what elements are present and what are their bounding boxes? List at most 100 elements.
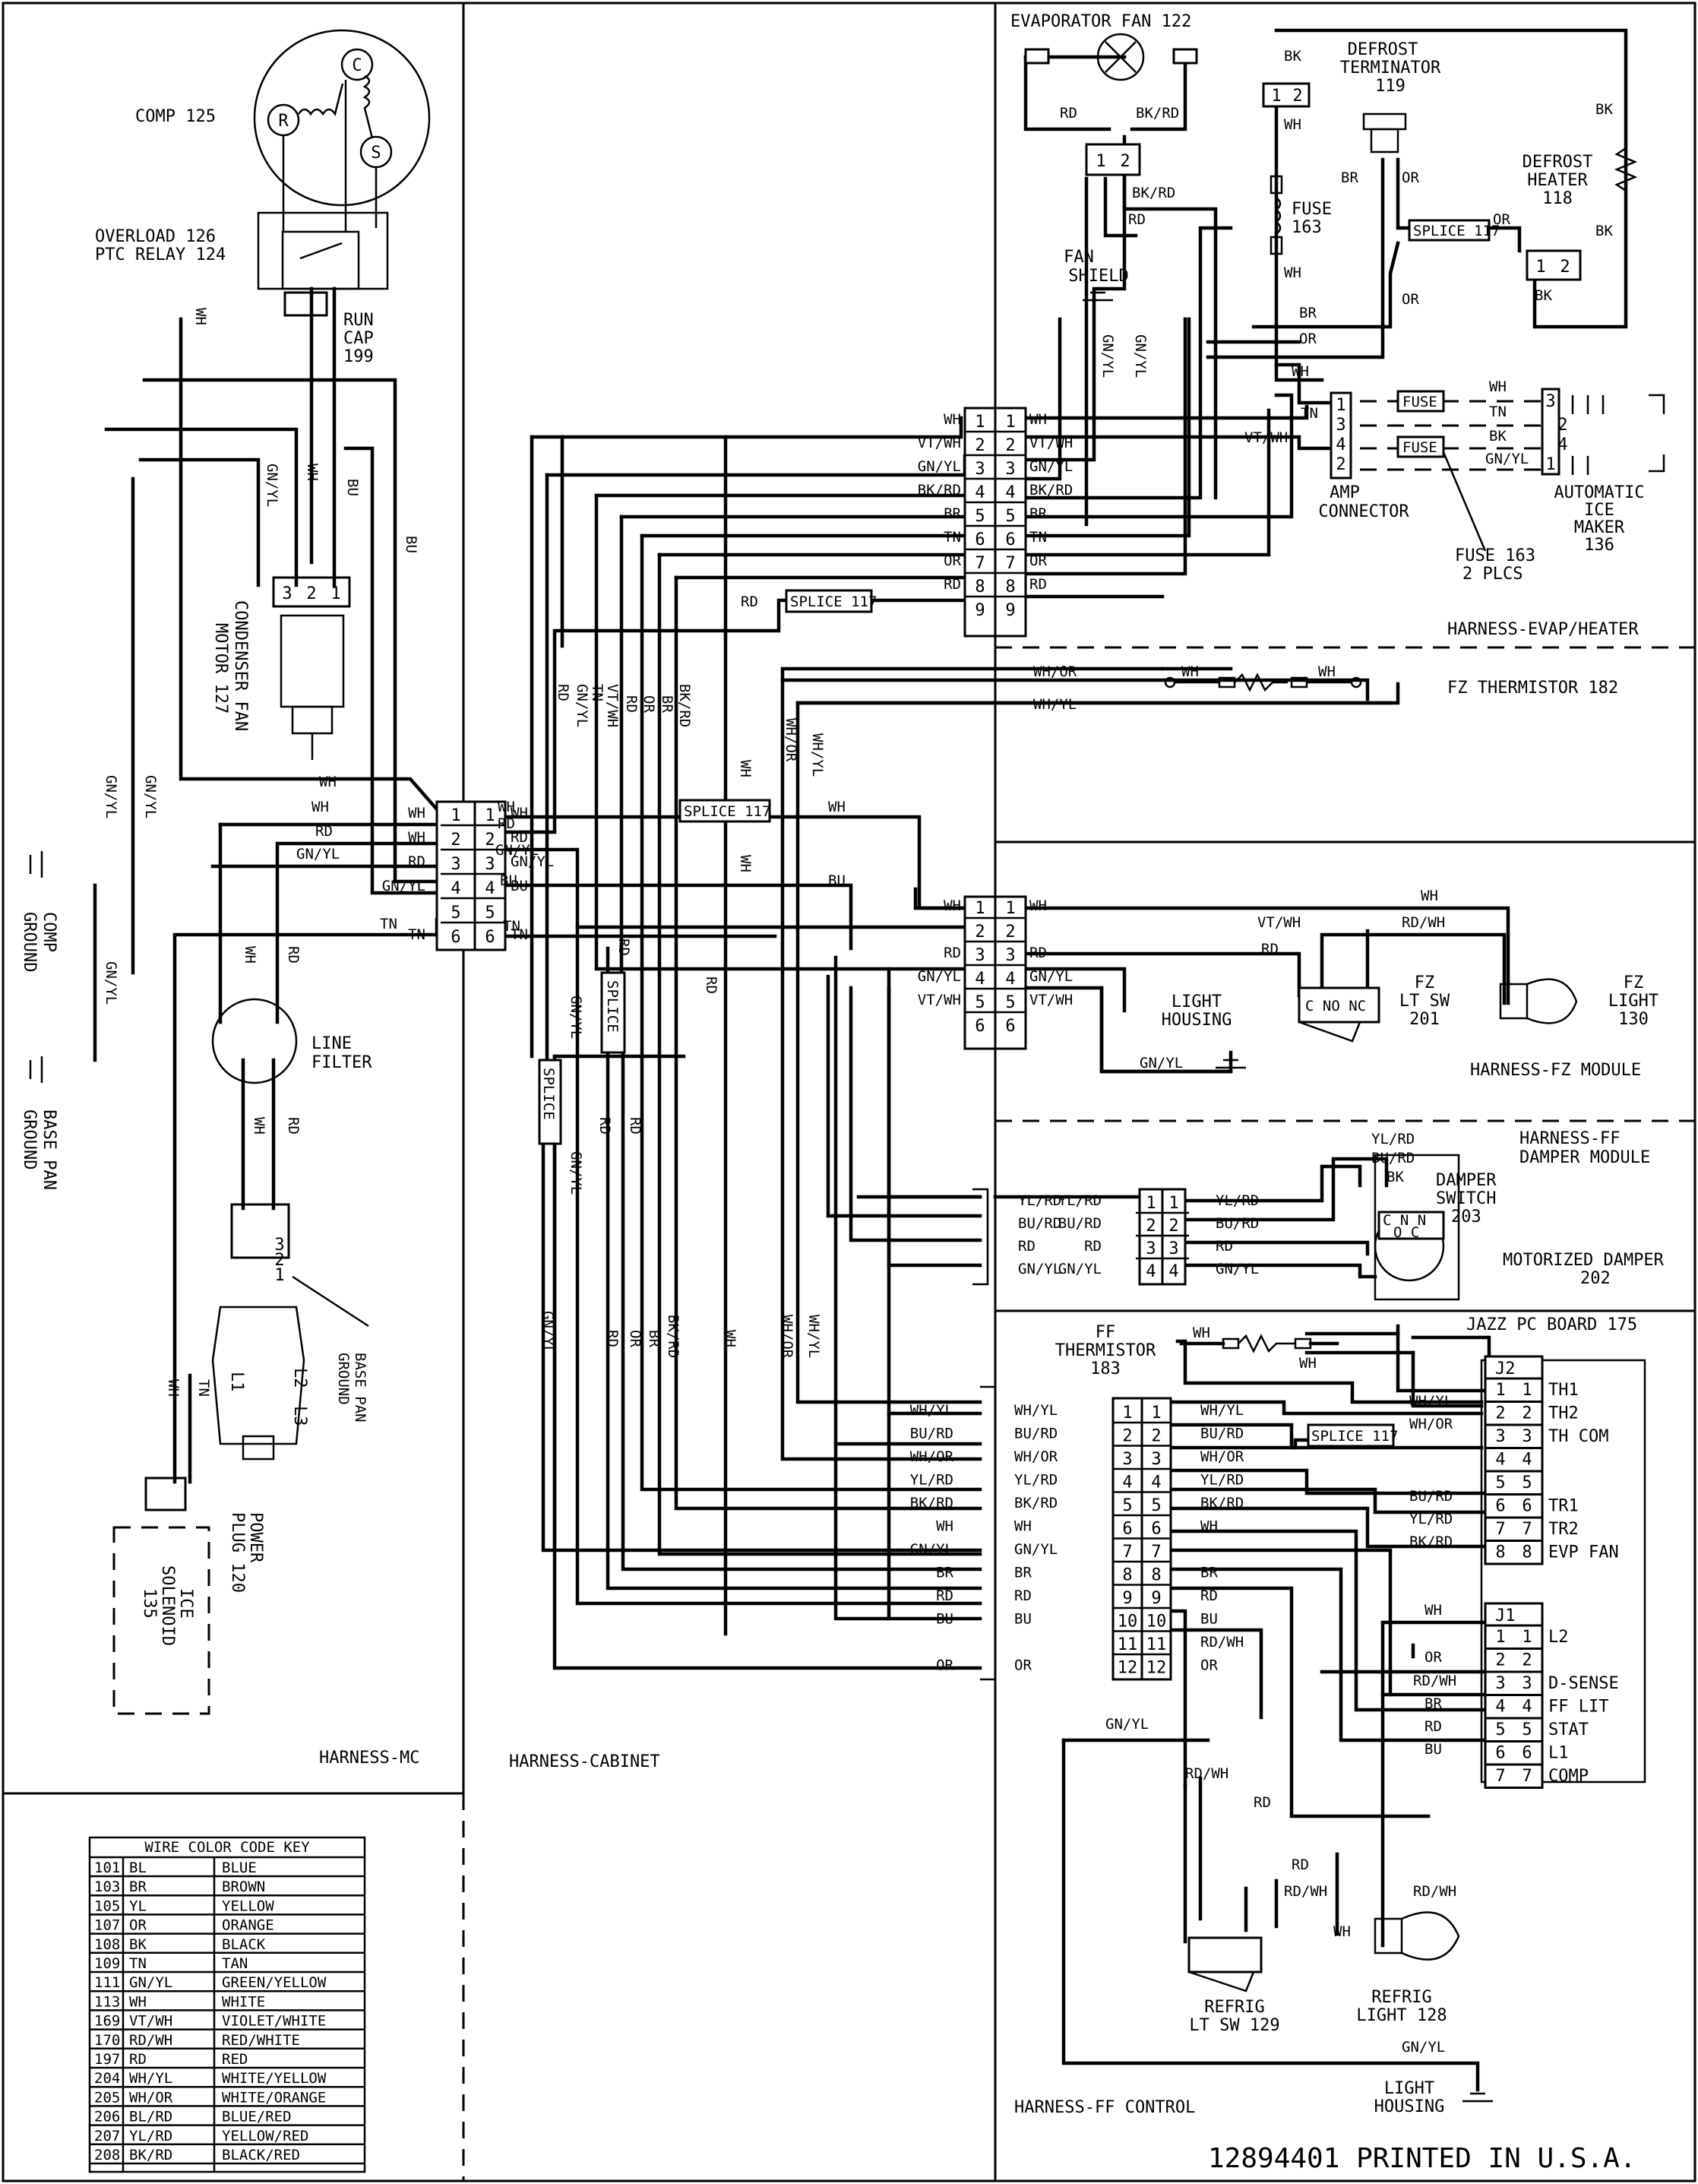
ff_connector-wire-right: WH [1200, 1518, 1218, 1535]
fuse-163-label-2: 163 [1292, 218, 1322, 237]
run-cap-label-1: RUN [343, 311, 374, 330]
svg-text:BK/RD: BK/RD [1136, 105, 1179, 122]
harness-evap-label: HARNESS-EVAP/HEATER [1447, 620, 1639, 639]
svg-text:RD/WH: RD/WH [1413, 1673, 1456, 1689]
svg-text:BK/RD: BK/RD [1409, 1534, 1453, 1550]
j2-pin-num: 2 [1495, 1404, 1505, 1423]
svg-text:GN/YL: GN/YL [103, 961, 119, 1005]
ff_connector-wire-left: BU [936, 1611, 953, 1628]
wire-key-title: WIRE COLOR CODE KEY [144, 1839, 310, 1856]
svg-text:1: 1 [1336, 396, 1345, 415]
evap_connector-pin-left: 2 [975, 436, 985, 455]
j1-pin-num: 7 [1522, 1767, 1532, 1786]
svg-text:RD: RD [627, 1117, 643, 1135]
svg-text:BK: BK [1535, 287, 1552, 304]
ff_connector-wire-left: RD [936, 1587, 953, 1604]
defrost-heater-label-1: DEFROST [1523, 153, 1593, 172]
mc_connector-pin-left: 5 [451, 904, 460, 923]
ff_connector-pin-left: 3 [1122, 1450, 1132, 1469]
ice-maker-label-2: ICE [1584, 501, 1614, 520]
evap_connector-wire-right: GN/YL [1029, 458, 1073, 475]
ff_connector-pin-right: 4 [1151, 1473, 1161, 1492]
ff_connector-wire-right: RD [1200, 1587, 1218, 1604]
wire-key-code: 101 [94, 1860, 120, 1876]
svg-text:RD: RD [285, 946, 302, 964]
ice-maker-label-4: 136 [1584, 536, 1614, 555]
j2-pin-label: TH2 [1548, 1404, 1579, 1423]
svg-text:OR: OR [1402, 169, 1419, 186]
ff-thermistor-label-2: THERMISTOR [1055, 1341, 1156, 1360]
evap_connector-pin-right: 1 [1005, 413, 1015, 432]
damper_connector-wire-left: RD [1084, 1238, 1102, 1255]
svg-text:GN/YL: GN/YL [103, 775, 119, 818]
evap_connector-pin-left: 6 [975, 530, 985, 549]
fz_connector-wire-right: VT/WH [1029, 992, 1073, 1008]
j1-pin-label: L2 [1548, 1628, 1569, 1647]
ff_connector-wire-right: BU [1200, 1611, 1218, 1628]
wire-key-color: ORANGE [222, 1917, 274, 1934]
fan-shield: FAN SHIELD GN/YL GN/YL [1064, 248, 1149, 378]
svg-text:WH: WH [1284, 116, 1301, 133]
svg-text:WH/OR: WH/OR [1033, 663, 1077, 680]
svg-text:WH: WH [1424, 1602, 1442, 1619]
ff_connector-pin-left: 6 [1122, 1520, 1132, 1539]
damper_connector-wire-mid: BU/RD [1018, 1215, 1061, 1232]
j1-pin-label: D-SENSE [1548, 1674, 1619, 1693]
evap_connector-wire-left: BR [944, 505, 961, 522]
ff_connector-pin-right: 2 [1151, 1427, 1161, 1446]
damper-module: HARNESS-FF DAMPER MODULE YL/RD BU/RD BK … [1371, 1129, 1665, 1301]
svg-text:SPLICE 117: SPLICE 117 [1413, 223, 1500, 239]
evap_connector-wire-right: TN [1029, 529, 1047, 546]
wire-key-code: 108 [94, 1936, 120, 1953]
wire-key-code: 103 [94, 1879, 120, 1895]
base-pan-ground-plug-1: BASE PAN [352, 1353, 368, 1423]
mc_connector-pin-left: 4 [451, 879, 460, 898]
condenser-fan-motor: 3 2 1 CONDENSER FAN MOTOR 127 [211, 576, 351, 760]
svg-text:WH: WH [737, 760, 754, 777]
j2-pin-num: 7 [1522, 1520, 1532, 1539]
ff_connector-wire-right: BU/RD [1200, 1426, 1244, 1442]
fz_connector-pin-right: 5 [1005, 993, 1015, 1012]
ff_connector-pin-left: 4 [1122, 1473, 1132, 1492]
svg-text:GN/YL: GN/YL [495, 842, 539, 859]
wire-key-color: BLUE [222, 1860, 257, 1876]
svg-text:GN/YL: GN/YL [539, 1311, 556, 1354]
evap_connector-wire-left: BK/RD [918, 482, 961, 499]
mc_connector-pin-left: 6 [451, 928, 460, 947]
ff_connector-pin-right: 12 [1146, 1659, 1167, 1678]
ff_connector-wire-mid: BR [1014, 1565, 1032, 1581]
defrost-term-label-1: DEFROST [1348, 40, 1418, 59]
damper_connector-wire-left: YL/RD [1058, 1192, 1102, 1209]
jazz-board-label: JAZZ PC BOARD 175 [1466, 1315, 1637, 1334]
ff-thermistor-label-3: 183 [1090, 1359, 1121, 1378]
j2-pin-num: 3 [1522, 1427, 1532, 1446]
wire-key-code: 109 [94, 1955, 120, 1972]
ice-maker: 3 2 4 1 AUTOMATIC ICE MAKER 136 [1541, 388, 1665, 555]
mc_connector-pin-left: 2 [451, 831, 460, 850]
damper_connector-wire-right: RD [1216, 1238, 1233, 1255]
ff_connector-wire-left: WH/YL [910, 1402, 953, 1419]
wire-key-code: 204 [94, 2070, 120, 2087]
ff-thermistor: FF THERMISTOR 183 WH WH SPLICE 117 JAZZ … [1055, 1315, 1637, 1448]
j2-pin-cell [1484, 1377, 1544, 1403]
fuse-163: FUSE 163 WH BR OR [1270, 175, 1332, 347]
evap_connector-pin-right: 5 [1005, 507, 1015, 526]
wire-key-code: 207 [94, 2128, 120, 2144]
wire-key-code: 107 [94, 1917, 120, 1934]
damper-switch-contacts-top: C N N [1383, 1212, 1426, 1229]
wire-key-abbr: BL [129, 1860, 147, 1876]
evap_connector-pin-right: 3 [1005, 460, 1015, 479]
svg-text:TN: TN [380, 916, 397, 932]
ff_connector-pin-left: 7 [1122, 1543, 1132, 1562]
wire-key-code: 205 [94, 2089, 120, 2106]
damper_connector-pin-left: 4 [1146, 1262, 1156, 1281]
wire-key-abbr: GN/YL [129, 1974, 172, 1991]
evap_connector-pin-right: 6 [1005, 530, 1015, 549]
svg-text:WH/OR: WH/OR [779, 1315, 795, 1359]
cabinet-labels: HARNESS-MC HARNESS-CABINET SPLICE 117 SP… [103, 308, 846, 1771]
j1-pin-cell [1484, 1763, 1544, 1789]
svg-text:WH/OR: WH/OR [1409, 1416, 1453, 1432]
svg-text:FUSE: FUSE [1402, 394, 1437, 410]
ff_connector-wire-left: BU/RD [910, 1426, 953, 1442]
